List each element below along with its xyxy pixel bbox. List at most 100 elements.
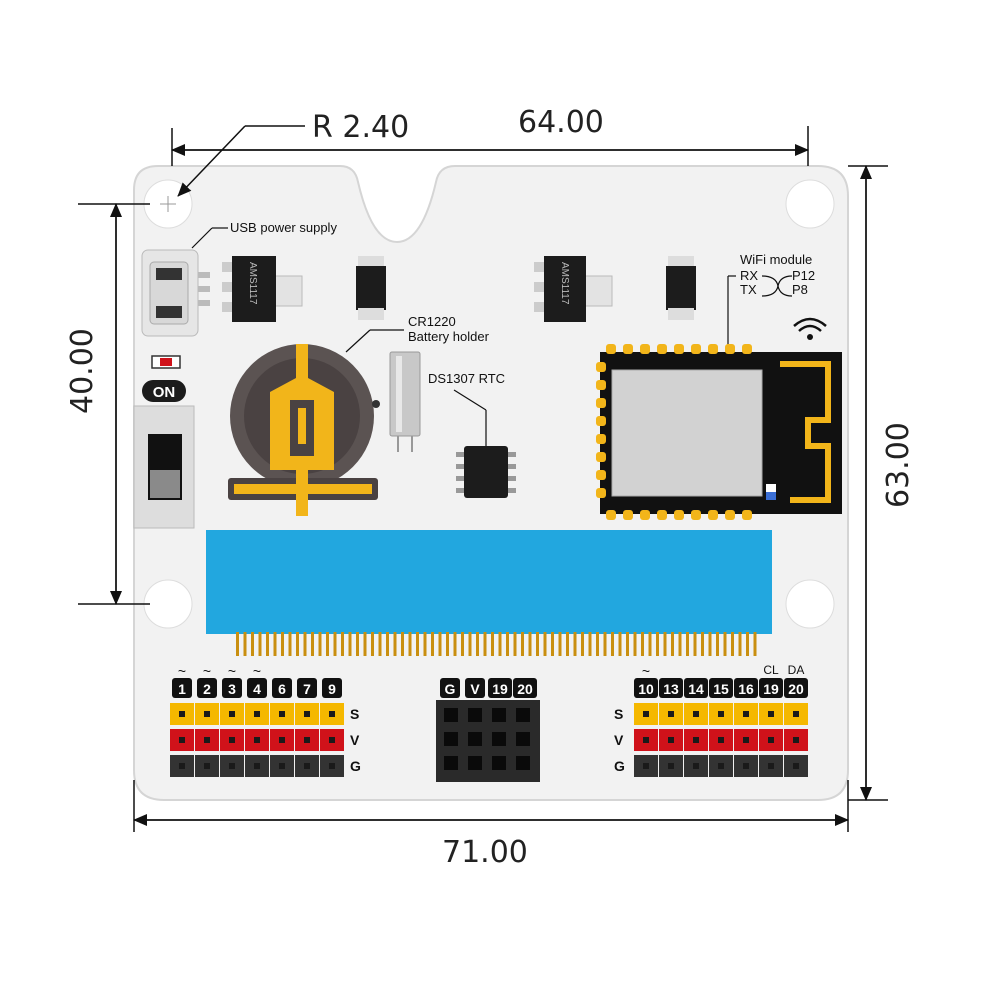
socket-hole bbox=[516, 708, 530, 722]
wifi-pad bbox=[596, 362, 606, 372]
edge-pin bbox=[386, 632, 389, 656]
left-pin-number: 4 bbox=[253, 681, 261, 697]
edge-pin bbox=[251, 632, 254, 656]
right-pin-number: 15 bbox=[713, 681, 729, 697]
pin-hole bbox=[768, 711, 774, 717]
wifi-pad bbox=[623, 510, 633, 520]
right-pin-badge bbox=[734, 678, 758, 698]
edge-pin bbox=[243, 632, 247, 656]
wifi-pad bbox=[725, 510, 735, 520]
edge-pin bbox=[596, 632, 599, 656]
edge-pin bbox=[408, 632, 412, 656]
pin-hole bbox=[179, 763, 185, 769]
edge-pin bbox=[513, 632, 517, 656]
edge-pin bbox=[348, 632, 352, 656]
mid-pin-number: V bbox=[470, 681, 480, 697]
pin-hole bbox=[279, 737, 285, 743]
wifi-pad bbox=[691, 344, 701, 354]
edge-pin bbox=[656, 632, 659, 656]
left-pin-number: 3 bbox=[228, 681, 236, 697]
edge-pin bbox=[603, 632, 607, 656]
wifi-pad bbox=[742, 344, 752, 354]
edge-pin bbox=[378, 632, 382, 656]
left-height-dimension: 40.00 bbox=[65, 328, 100, 414]
edge-pin bbox=[341, 632, 344, 656]
left-pin-badge bbox=[197, 678, 217, 698]
usb-label: USB power supply bbox=[230, 220, 337, 235]
pin-hole bbox=[204, 763, 210, 769]
edge-pin bbox=[551, 632, 554, 656]
right-pin-badge bbox=[784, 678, 808, 698]
socket-hole bbox=[492, 732, 506, 746]
pwm-tilde: ~ bbox=[642, 663, 650, 679]
pin-hole bbox=[643, 737, 649, 743]
pin-hole bbox=[668, 711, 674, 717]
pin-hole bbox=[743, 737, 749, 743]
pin-hole bbox=[743, 763, 749, 769]
wifi-pad bbox=[725, 344, 735, 354]
edge-pin bbox=[273, 632, 277, 656]
edge-pin bbox=[476, 632, 479, 656]
edge-pin bbox=[581, 632, 584, 656]
edge-pin bbox=[573, 632, 577, 656]
i2c-label: DA bbox=[788, 663, 805, 677]
wifi-pad bbox=[596, 398, 606, 408]
left-pin-badge bbox=[172, 678, 192, 698]
pin-hole bbox=[793, 737, 799, 743]
mid-pin-number: 20 bbox=[517, 681, 533, 697]
regulator-chip-2: AMS1117 bbox=[534, 256, 613, 322]
right-pin-number: 19 bbox=[763, 681, 779, 697]
edge-pin bbox=[543, 632, 547, 656]
edge-pin bbox=[663, 632, 667, 656]
left-row-label: G bbox=[350, 758, 361, 774]
left-pin-badge bbox=[322, 678, 342, 698]
wifi-pad bbox=[606, 344, 616, 354]
i2c-label: CL bbox=[763, 663, 779, 677]
pin-hole bbox=[718, 763, 724, 769]
left-pin-badge bbox=[247, 678, 267, 698]
right-pin-number: 10 bbox=[638, 681, 654, 697]
edge-pin bbox=[356, 632, 359, 656]
socket-hole bbox=[492, 756, 506, 770]
socket-hole bbox=[468, 732, 482, 746]
right-pin-number: 20 bbox=[788, 681, 804, 697]
pin-hole bbox=[768, 763, 774, 769]
wifi-module bbox=[600, 352, 842, 514]
pin-hole bbox=[204, 737, 210, 743]
wifi-pad bbox=[657, 344, 667, 354]
edge-pin bbox=[258, 632, 262, 656]
diode-1 bbox=[356, 256, 386, 320]
edge-pin bbox=[371, 632, 374, 656]
pin-hole bbox=[279, 763, 285, 769]
edge-pin bbox=[701, 632, 704, 656]
pin-hole bbox=[643, 763, 649, 769]
wifi-p8-label: P8 bbox=[792, 282, 808, 297]
socket-hole bbox=[492, 708, 506, 722]
pin-hole bbox=[743, 711, 749, 717]
right-pin-badge bbox=[684, 678, 708, 698]
on-label: ON bbox=[153, 384, 176, 401]
edge-pin bbox=[708, 632, 712, 656]
socket-hole bbox=[444, 732, 458, 746]
right-pin-badge bbox=[634, 678, 658, 698]
edge-pin bbox=[686, 632, 689, 656]
wifi-pad bbox=[596, 434, 606, 444]
pin-hole bbox=[229, 711, 235, 717]
rtc-chip bbox=[456, 446, 516, 498]
right-height-dimension: 63.00 bbox=[881, 422, 916, 508]
edge-pin bbox=[288, 632, 292, 656]
power-led bbox=[151, 355, 181, 369]
mid-pin-badge bbox=[465, 678, 485, 698]
left-pin-badge bbox=[222, 678, 242, 698]
rtc-label: DS1307 RTC bbox=[428, 371, 505, 386]
wifi-module-pads bbox=[596, 344, 752, 520]
mid-pin-number: G bbox=[445, 681, 456, 697]
edge-pin bbox=[738, 632, 742, 656]
pin-hole bbox=[329, 763, 335, 769]
edge-pin bbox=[528, 632, 532, 656]
edge-pin bbox=[746, 632, 749, 656]
pwm-tilde: ~ bbox=[178, 663, 186, 679]
left-pin-number: 6 bbox=[278, 681, 286, 697]
usb-connector bbox=[141, 249, 210, 337]
mid-pin-badge bbox=[440, 678, 460, 698]
